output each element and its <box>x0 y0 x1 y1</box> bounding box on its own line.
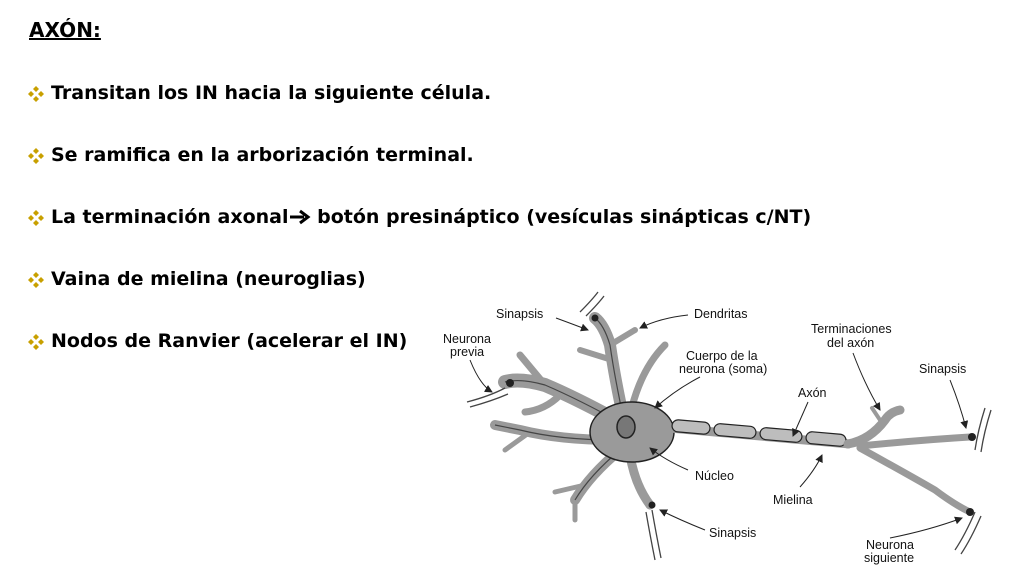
label-terminaciones: Terminaciones <box>811 322 892 336</box>
myelin-sheath <box>671 419 847 447</box>
diamond-bullet-icon <box>28 334 44 350</box>
bullet-text: La terminación axonal <box>51 206 289 228</box>
diamond-bullet-icon <box>28 210 44 226</box>
label-sinapsis-top: Sinapsis <box>496 307 543 321</box>
bullet-item: La terminación axonal botón presináptico… <box>27 203 811 265</box>
nucleus <box>616 415 636 439</box>
diamond-bullet-icon <box>28 148 44 164</box>
slide-title: AXÓN: <box>29 18 101 42</box>
bullet-text: Vaina de mielina (neuroglias) <box>51 268 366 290</box>
synapse-terminals <box>506 314 976 516</box>
label-axon: Axón <box>798 386 827 400</box>
label-terminaciones: del axón <box>827 336 874 350</box>
label-sinapsis-bottom: Sinapsis <box>709 526 756 540</box>
neighbor-neuron-fragments <box>466 291 992 561</box>
axon-terminals <box>843 405 974 516</box>
label-nucleo: Núcleo <box>695 469 734 483</box>
label-neurona-siguiente: Neurona <box>866 538 914 552</box>
bullet-text: Transitan los IN hacia la siguiente célu… <box>51 82 492 104</box>
label-sinapsis-right: Sinapsis <box>919 362 966 376</box>
leader-arrows <box>469 314 969 539</box>
bullet-text: Nodos de Ranvier (acelerar el IN) <box>51 330 408 352</box>
bullet-item: Transitan los IN hacia la siguiente célu… <box>27 79 811 141</box>
bullet-item: Vaina de mielina (neuroglias) <box>27 265 811 327</box>
label-dendritas: Dendritas <box>694 307 748 321</box>
label-neurona-siguiente: siguiente <box>864 551 914 565</box>
arrow-right-icon <box>289 209 310 225</box>
bullet-text: Se ramifica en la arborización terminal. <box>51 144 474 166</box>
label-cuerpo: neurona (soma) <box>679 362 767 376</box>
bullet-item: Nodos de Ranvier (acelerar el IN) <box>27 327 811 389</box>
bullet-text-continuation: botón presináptico (vesículas sinápticas… <box>310 206 812 228</box>
label-cuerpo: Cuerpo de la <box>686 349 758 363</box>
neuron-diagram: Sinapsis Dendritas Neurona previa Cuerpo… <box>443 291 992 565</box>
label-mielina: Mielina <box>773 493 813 507</box>
bullet-item: Se ramifica en la arborización terminal. <box>27 141 811 203</box>
diamond-bullet-icon <box>28 272 44 288</box>
label-neurona-previa: previa <box>450 345 484 359</box>
diamond-bullet-icon <box>28 86 44 102</box>
label-neurona-previa: Neurona <box>443 332 491 346</box>
bullet-list: Transitan los IN hacia la siguiente célu… <box>27 79 811 389</box>
